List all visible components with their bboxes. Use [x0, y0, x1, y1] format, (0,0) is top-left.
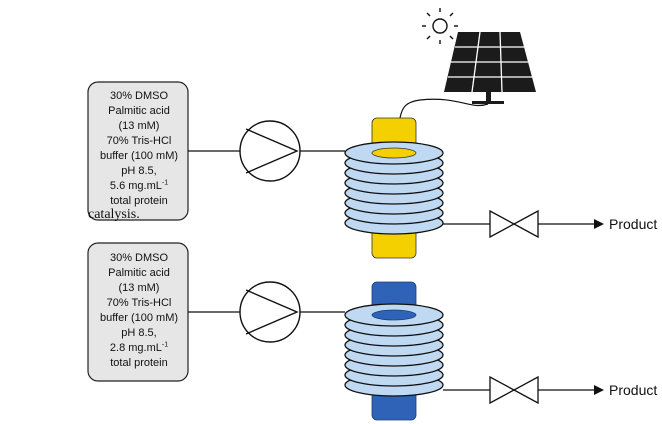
feed-label-1: 30% DMSO Palmitic acid (13 mM) 70% Tris-…	[99, 90, 179, 207]
arrow-icon	[594, 219, 604, 229]
photoreactor	[344, 281, 444, 421]
valve-icon	[489, 375, 539, 405]
product-label-2: Product	[609, 382, 658, 398]
valve-icon	[489, 209, 539, 239]
product-label-1: Product	[609, 216, 658, 232]
pump-icon	[239, 281, 301, 343]
sun-icon	[422, 8, 458, 44]
line-1	[87, 81, 604, 259]
feed-label-2: 30% DMSO Palmitic acid (13 mM) 70% Tris-…	[99, 252, 179, 369]
arrow-icon	[594, 385, 604, 395]
side-text: catalysis.	[88, 207, 140, 222]
reactor-coil	[344, 303, 444, 397]
line-2	[87, 242, 604, 421]
solar-panel-icon	[399, 31, 536, 119]
photoreactor	[344, 117, 444, 259]
reactor-coil	[344, 141, 444, 235]
pump-icon	[239, 120, 301, 182]
